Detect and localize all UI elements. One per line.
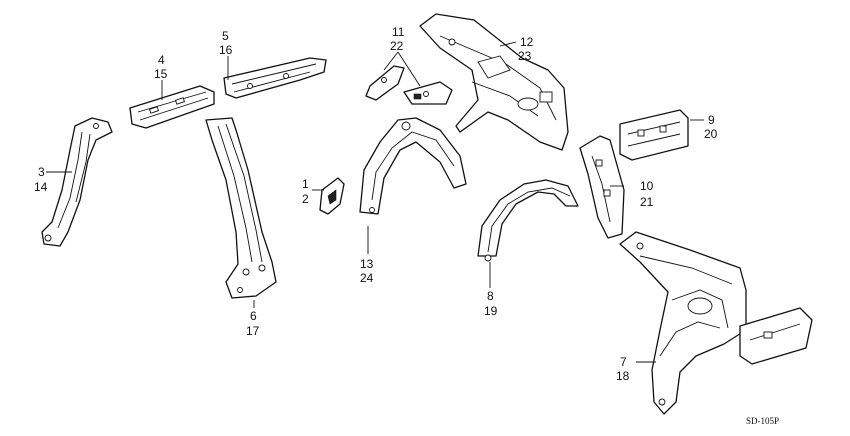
callout-top: 6	[250, 309, 257, 323]
part-inner-bracket	[365, 65, 453, 105]
part-center-pillar	[205, 117, 277, 299]
part-bracket-panel	[579, 135, 625, 239]
callout-12-23: 12 23	[518, 35, 534, 63]
callout-top: 5	[222, 29, 229, 43]
part-wheelhouse-inner	[359, 117, 467, 215]
callout-bottom: 21	[640, 195, 654, 209]
callout-top: 9	[708, 113, 715, 127]
callout-bottom: 23	[518, 49, 532, 63]
callout-top: 8	[487, 289, 494, 303]
callout-bottom: 24	[360, 271, 374, 285]
leader-12	[499, 41, 517, 47]
callout-bottom: 15	[154, 67, 168, 81]
leader-11a	[383, 51, 399, 71]
callout-4-15: 4 15	[154, 53, 168, 81]
callout-bottom: 19	[484, 304, 498, 318]
callout-6-17: 6 17	[246, 309, 260, 338]
leader-11b	[397, 51, 421, 87]
callout-top: 10	[640, 179, 654, 193]
callout-top: 4	[158, 53, 165, 67]
callout-bottom: 20	[704, 127, 718, 141]
callout-top: 12	[520, 35, 534, 49]
callout-top: 7	[620, 355, 627, 369]
callout-top: 3	[38, 165, 45, 179]
callout-bottom: 16	[219, 43, 233, 57]
part-quarter-inner-panel	[419, 13, 569, 151]
part-roof-rail-rear	[223, 57, 327, 99]
callout-9-20: 9 20	[704, 113, 718, 141]
diagram-code: SD-105P	[746, 416, 779, 426]
callout-bottom: 2	[302, 192, 309, 206]
part-front-pillar	[41, 117, 113, 247]
callout-11-22: 11 22	[390, 25, 405, 53]
callout-bottom: 18	[616, 369, 630, 383]
callout-7-18: 7 18	[616, 355, 630, 383]
callout-5-16: 5 16	[219, 29, 233, 57]
callout-bottom: 14	[34, 180, 48, 194]
callout-3-14: 3 14	[34, 165, 48, 194]
part-roof-rail-front	[129, 85, 215, 129]
callout-top: 13	[360, 257, 374, 271]
part-small-bracket	[319, 177, 345, 215]
callout-13-24: 13 24	[360, 257, 374, 285]
callout-1-2: 1 2	[302, 177, 309, 206]
callout-bottom: 22	[390, 39, 404, 53]
callout-top: 1	[302, 177, 309, 191]
part-wheel-arch	[477, 179, 579, 262]
leader-lines	[46, 41, 704, 363]
callout-8-19: 8 19	[484, 289, 498, 318]
callout-top: 11	[392, 25, 405, 39]
part-quarter-assembly	[619, 231, 813, 415]
callout-10-21: 10 21	[640, 179, 654, 209]
callout-bottom: 17	[246, 324, 260, 338]
part-rear-plate	[619, 109, 689, 161]
